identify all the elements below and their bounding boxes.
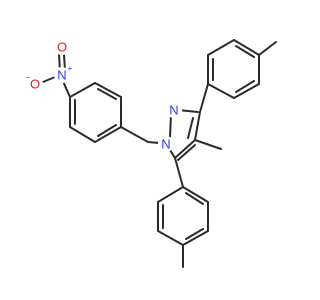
- bond: [69, 82, 96, 98]
- nitro-n-charge: +: [68, 64, 73, 73]
- bond: [185, 228, 204, 240]
- bond: [235, 80, 255, 93]
- bond-lines: [42, 39, 277, 268]
- atom-labels: N N N + O O −: [26, 39, 182, 152]
- bond: [69, 126, 96, 143]
- bond: [174, 139, 196, 159]
- bond: [147, 141, 160, 144]
- bond: [182, 230, 209, 246]
- pyrazole-n2-atom: N: [166, 102, 182, 118]
- bond: [97, 88, 117, 100]
- molecule-structure-drawing: N N N + O O −: [26, 39, 277, 268]
- bond: [199, 83, 209, 113]
- bond: [185, 192, 204, 205]
- pyrazole-n2-label: N: [169, 102, 178, 117]
- bond: [169, 149, 176, 159]
- nitro-o-left-charge: −: [26, 73, 31, 82]
- bond: [194, 111, 201, 141]
- atom-label-background: [54, 39, 70, 55]
- nitro-n-atom: N +: [54, 64, 73, 83]
- bond: [63, 54, 66, 71]
- atom-label-background: [166, 102, 182, 118]
- bond: [233, 39, 260, 56]
- nitro-o-top-label: O: [57, 39, 67, 54]
- bond: [174, 157, 184, 188]
- bond: [207, 83, 235, 99]
- bond: [94, 126, 122, 143]
- atom-label-background: [54, 67, 70, 83]
- bond: [157, 186, 184, 203]
- bond: [169, 113, 172, 138]
- bond: [120, 126, 149, 143]
- bond: [258, 41, 277, 56]
- bond: [42, 76, 56, 83]
- nitro-o-left-atom: O −: [26, 73, 43, 92]
- bond: [235, 45, 255, 58]
- atom-label-background: [158, 136, 174, 152]
- bond: [207, 39, 235, 56]
- pyrazole-n1-label: N: [161, 136, 170, 151]
- bond: [97, 124, 117, 137]
- nitro-o-left-label: O: [30, 76, 40, 91]
- nitro-o-top-atom: O: [54, 39, 70, 55]
- nitro-n-label: N: [57, 67, 66, 82]
- bond: [94, 82, 122, 98]
- bond: [194, 139, 222, 150]
- atom-label-background: [27, 76, 43, 92]
- bond: [157, 230, 184, 246]
- pyrazole-n1-atom: N: [158, 136, 174, 152]
- bond: [182, 186, 209, 203]
- bond: [233, 83, 260, 99]
- bond: [187, 117, 194, 139]
- bond: [177, 144, 196, 161]
